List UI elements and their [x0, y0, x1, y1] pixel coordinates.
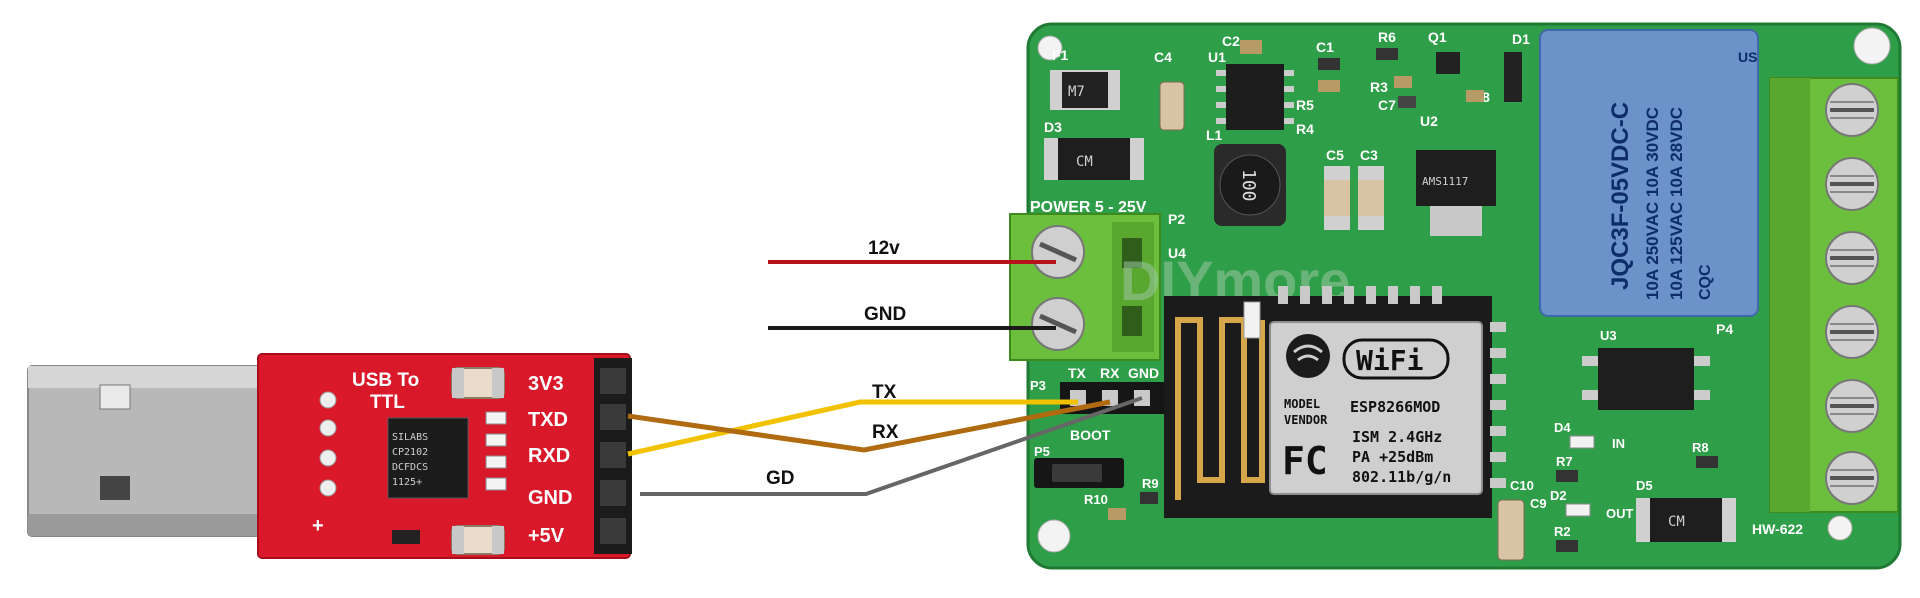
esp-model-value: ESP8266MOD	[1350, 398, 1440, 416]
usb-pin-label-txd: TXD	[528, 409, 568, 431]
esp-standard: 802.11b/g/n	[1352, 468, 1451, 486]
ref-p2: P2	[1168, 211, 1185, 227]
inductor-l1: 100	[1214, 144, 1286, 226]
ref-q1: Q1	[1428, 29, 1447, 45]
usb-ttl-title-line2: TTL	[370, 392, 405, 413]
inductor-value: 100	[1238, 169, 1259, 202]
ref-f1: F1	[1052, 47, 1069, 63]
usb-pin-label-rxd: RXD	[528, 445, 570, 467]
usb-ttl-plus-mark: +	[312, 515, 324, 537]
relay-part-number: JQC3F-05VDC-C	[1607, 102, 1634, 290]
ref-d4: D4	[1554, 420, 1571, 435]
diode-d5: CM	[1636, 498, 1736, 542]
optocoupler-u3	[1582, 348, 1710, 410]
ref-c1: C1	[1316, 39, 1334, 55]
esp-ism: ISM 2.4GHz	[1352, 428, 1442, 446]
ref-c9: C9	[1530, 496, 1547, 511]
ref-u3: U3	[1600, 328, 1617, 343]
ref-r3: R3	[1370, 79, 1388, 95]
wifi-logo-text: WiFi	[1356, 344, 1423, 377]
ref-r6: R6	[1378, 29, 1396, 45]
wire-label-gd: GD	[766, 468, 795, 489]
board-model: HW-622	[1752, 521, 1803, 537]
esp8266-relay-board: F1 C2 U1 C1 R6 Q1 D1 C4 R3 R5 R4 C7 C8 D…	[1010, 24, 1900, 568]
boot-label: BOOT	[1070, 427, 1111, 443]
chip-line-3: DCFDCS	[392, 462, 428, 473]
wire-label-rx: RX	[872, 422, 899, 443]
usb-pin-header	[594, 358, 632, 554]
ref-l1: L1	[1206, 127, 1223, 143]
ref-r5: R5	[1296, 97, 1314, 113]
relay-jqc3f: US JQC3F-05VDC-C 10A 250VAC 10A 30VDC 10…	[1540, 30, 1758, 316]
relay-brand: CQC	[1697, 264, 1714, 300]
ref-c7: C7	[1378, 97, 1396, 113]
ref-c10: C10	[1510, 478, 1534, 493]
ref-p3: P3	[1030, 378, 1046, 393]
ref-r2: R2	[1554, 524, 1571, 539]
ref-c5: C5	[1326, 147, 1344, 163]
relay-rating-1: 10A 250VAC 10A 30VDC	[1643, 107, 1662, 300]
esp-pa: PA +25dBm	[1352, 448, 1433, 466]
header-label-gnd: GND	[1128, 365, 1159, 381]
fcc-logo: FC	[1282, 439, 1328, 483]
ref-r10: R10	[1084, 492, 1108, 507]
header-label-rx: RX	[1100, 365, 1120, 381]
ref-d2: D2	[1550, 488, 1567, 503]
ref-r7: R7	[1556, 454, 1573, 469]
ref-c3: C3	[1360, 147, 1378, 163]
ref-u1: U1	[1208, 49, 1226, 65]
relay-rating-2: 10A 125VAC 10A 28VDC	[1667, 107, 1686, 300]
chip-line-4: 1125+	[392, 477, 422, 488]
regulator-mark: AMS1117	[1422, 175, 1468, 188]
relay-ul-mark: US	[1738, 49, 1757, 65]
esp8266-module: WiFi MODEL ESP8266MOD VENDOR FC ISM 2.4G…	[1164, 286, 1506, 518]
fuse-f1: M7	[1050, 70, 1120, 110]
ref-d3: D3	[1044, 119, 1062, 135]
ref-r9: R9	[1142, 476, 1159, 491]
usb-pin-label-gnd: GND	[528, 487, 572, 509]
out-label: OUT	[1606, 506, 1634, 521]
ref-p5: P5	[1034, 444, 1050, 459]
output-terminal-block	[1770, 78, 1898, 512]
wire-label-gnd: GND	[864, 304, 906, 325]
fuse-mark: M7	[1068, 84, 1085, 100]
ref-d5: D5	[1636, 478, 1653, 493]
ref-p4: P4	[1716, 321, 1733, 337]
usb-pin-label-5v: +5V	[528, 525, 565, 547]
usb-ttl-adapter: USB To TTL + SILABS CP2102 DCFDCS 1125+ …	[28, 354, 632, 558]
diode-d5-mark: CM	[1668, 514, 1685, 530]
chip-line-2: CP2102	[392, 447, 428, 458]
ref-r8: R8	[1692, 440, 1709, 455]
chip-line-1: SILABS	[392, 432, 428, 443]
usb-ttl-title-line1: USB To	[352, 370, 419, 391]
wire-label-12v: 12v	[868, 238, 900, 259]
in-label: IN	[1612, 436, 1625, 451]
header-label-tx: TX	[1068, 365, 1087, 381]
ref-c4: C4	[1154, 49, 1172, 65]
ref-u2: U2	[1420, 113, 1438, 129]
diode-d3: CM	[1044, 138, 1144, 180]
diode-d3-mark: CM	[1076, 154, 1093, 170]
ref-c2: C2	[1222, 33, 1240, 49]
cp2102-chip: SILABS CP2102 DCFDCS 1125+	[388, 418, 468, 498]
wire-label-tx: TX	[872, 382, 897, 403]
boot-jumper	[1034, 458, 1124, 488]
usb-pin-label-3v3: 3V3	[528, 373, 564, 395]
ref-d1: D1	[1512, 31, 1530, 47]
esp-model-label: MODEL	[1284, 397, 1320, 411]
ref-r4: R4	[1296, 121, 1314, 137]
esp-vendor-label: VENDOR	[1284, 413, 1328, 427]
chip-u1	[1216, 64, 1294, 130]
